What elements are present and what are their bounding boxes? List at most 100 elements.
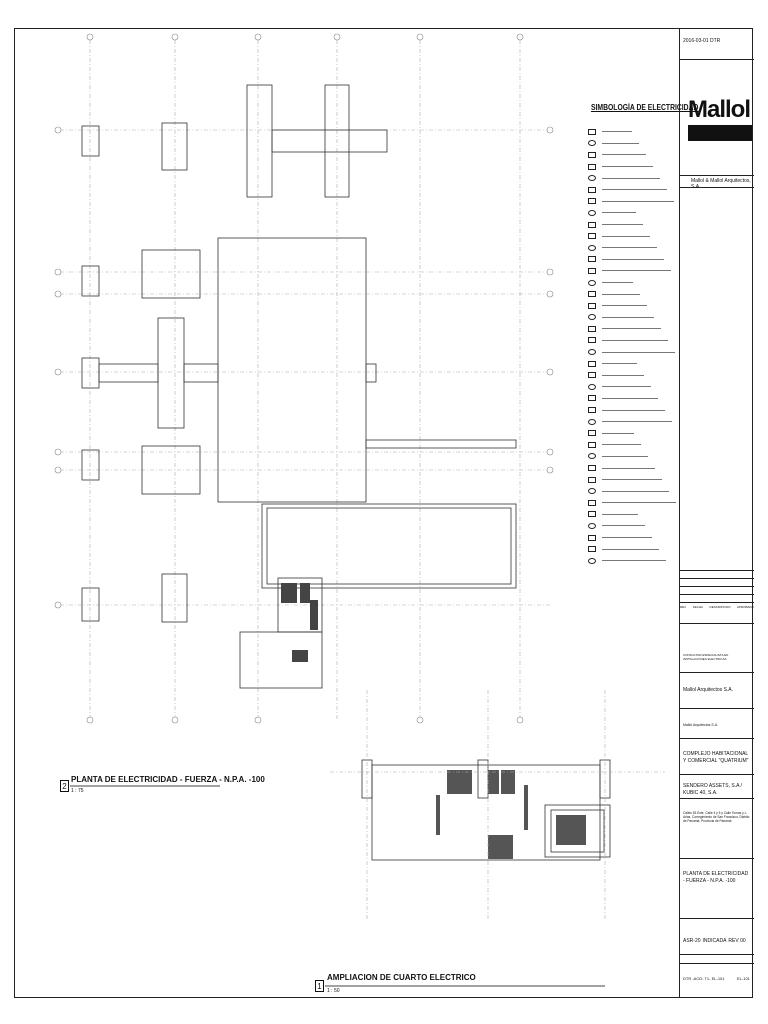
legend-symbol-icon — [588, 128, 596, 135]
legend-symbol-row — [588, 485, 674, 497]
legend-description-line — [602, 363, 637, 365]
legend-symbol-icon — [588, 291, 596, 298]
legend-description-line — [602, 247, 657, 249]
legend-symbol-icon — [588, 488, 596, 495]
legend-description-line — [602, 537, 652, 539]
legend-symbol-row — [588, 509, 674, 521]
legend-symbol-icon — [588, 476, 596, 483]
legend-symbol-row — [588, 126, 674, 138]
legend-symbol-row — [588, 416, 674, 428]
legend-symbol-icon — [588, 244, 596, 251]
legend-description-line — [602, 560, 666, 562]
legend-title: SIMBOLOGÍA DE ELECTRICIDAD — [591, 103, 699, 112]
legend-symbol-row — [588, 439, 674, 451]
legend-symbol-icon — [588, 314, 596, 321]
legend-description-line — [602, 455, 648, 457]
view-scale-plan: 1 : 75 — [71, 788, 84, 794]
legend-symbol-row — [588, 288, 674, 300]
legend-symbol-icon — [588, 209, 596, 216]
grid-bubbles — [54, 33, 554, 724]
legend-description-line — [602, 351, 675, 353]
legend-description-line — [602, 548, 659, 550]
logo-bar — [688, 125, 752, 141]
legend-description-line — [602, 467, 655, 469]
title-underlines — [70, 785, 605, 987]
legend-symbol-row — [588, 427, 674, 439]
legend-symbol-row — [588, 312, 674, 324]
legend-symbol-icon — [588, 522, 596, 529]
owner-cell: SENDERO ASSETS, S.A / KUBIC 40, S.A. — [680, 775, 754, 799]
legend-symbol-icon — [588, 279, 596, 286]
legend-symbol-row — [588, 172, 674, 184]
legend-description-line — [602, 479, 662, 481]
legend-description-line — [602, 293, 640, 295]
legend-symbol-row — [588, 393, 674, 405]
legend-symbol-icon — [588, 163, 596, 170]
architect-cell: Mallol Arquitectos S.A. — [680, 673, 754, 709]
walls — [81, 84, 517, 689]
legend-symbol-icon — [588, 453, 596, 460]
legend-symbol-icon — [588, 511, 596, 518]
fields-cell: ASR-20 INDICADA REV 00 — [680, 919, 754, 955]
legend-description-line — [602, 258, 664, 260]
legend-symbol-icon — [588, 360, 596, 367]
legend-symbol-row — [588, 474, 674, 486]
legend-symbol-row — [588, 277, 674, 289]
legend-symbol-row — [588, 196, 674, 208]
view-title-detail: AMPLIACION DE CUARTO ELECTRICO — [327, 973, 476, 982]
location-cell: Calles 53 Este, Calle 4 y 5 y Calle Toma… — [680, 799, 754, 859]
legend-description-line — [602, 200, 674, 202]
legend-symbol-row — [588, 451, 674, 463]
drawing-sheet — [14, 28, 753, 998]
legend-symbol-row — [588, 520, 674, 532]
legend-symbol-row — [588, 555, 674, 567]
revisions-header: REV FECHA DESCRIPCION APROBADO — [680, 605, 754, 609]
legend-symbol-row — [588, 323, 674, 335]
stamp-cell: 2016-03-01 DTR — [680, 28, 754, 60]
legend-description-line — [602, 224, 643, 226]
legend-description-line — [602, 339, 668, 341]
legend-symbol-icon — [588, 407, 596, 414]
legend-symbol-row — [588, 138, 674, 150]
legend-symbol-row — [588, 254, 674, 266]
legend-description-line — [602, 316, 654, 318]
legend-description-line — [602, 282, 633, 284]
legend-description-line — [602, 397, 658, 399]
legend-symbol-row — [588, 369, 674, 381]
legend-description-line — [602, 189, 667, 191]
legend-description-line — [602, 525, 645, 527]
legend-symbol-row — [588, 381, 674, 393]
legend-symbol-row — [588, 346, 675, 358]
legend-symbol-icon — [588, 418, 596, 425]
stamp-text: 2016-03-01 DTR — [683, 38, 721, 44]
electrical-legend — [588, 126, 676, 567]
detail-equipment — [436, 770, 586, 859]
legend-description-line — [602, 142, 639, 144]
grid-lines — [60, 40, 550, 720]
project-cell: COMPLEJO HABITACIONAL Y COMERCIAL "QUATR… — [680, 739, 754, 775]
legend-symbol-row — [588, 497, 676, 509]
legend-description-line — [602, 444, 641, 446]
legend-symbol-row — [588, 532, 674, 544]
legend-description-line — [602, 502, 676, 504]
legend-symbol-icon — [588, 465, 596, 472]
legend-symbol-row — [588, 358, 674, 370]
legend-symbol-row — [588, 543, 674, 555]
firm-logo: Mallol — [688, 96, 751, 123]
legend-symbol-row — [588, 149, 674, 161]
legend-description-line — [602, 374, 644, 376]
architect-small-cell: Mallol Arquitectos S.A. — [680, 709, 754, 739]
legend-description-line — [602, 386, 651, 388]
legend-symbol-icon — [588, 441, 596, 448]
legend-symbol-icon — [588, 557, 596, 564]
legend-symbol-icon — [588, 349, 596, 356]
legend-description-line — [602, 154, 646, 156]
legend-description-line — [602, 235, 650, 237]
legend-symbol-row — [588, 300, 674, 312]
client-note-cell: CONSULTOR ESPECIALISTA EN INSTALACIONES … — [680, 623, 754, 673]
legend-symbol-row — [588, 207, 674, 219]
detail-grid — [330, 690, 665, 920]
legend-description-line — [602, 166, 653, 168]
legend-description-line — [602, 305, 647, 307]
legend-description-line — [602, 131, 632, 133]
